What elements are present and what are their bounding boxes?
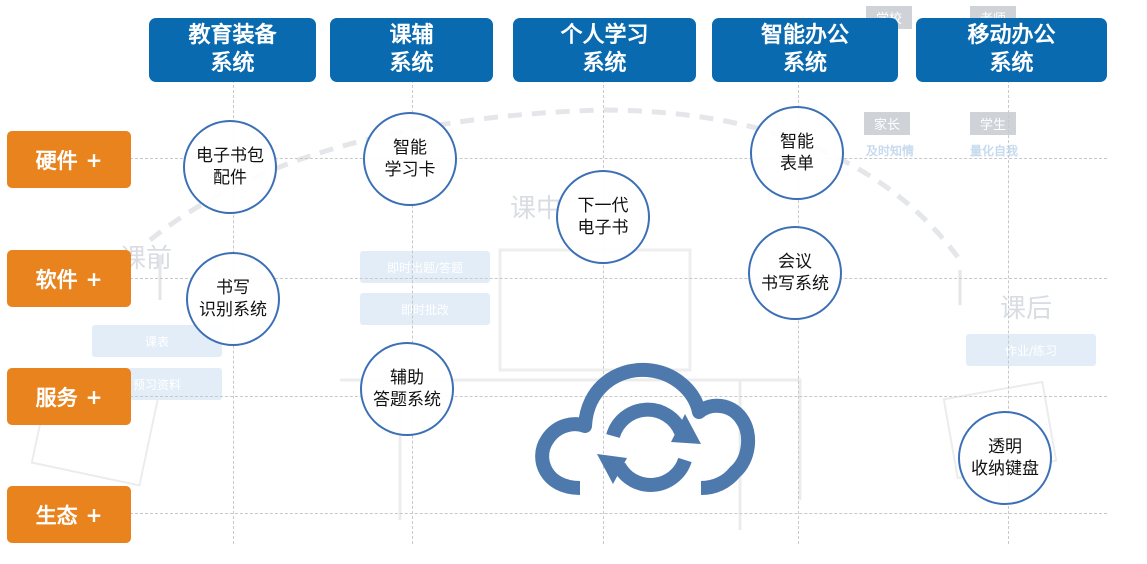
- ghost-box-quiz: 即时出题/答题: [360, 251, 490, 283]
- node-line2: 收纳键盘: [971, 459, 1039, 479]
- column-header-line1: 个人学习: [560, 23, 649, 48]
- node-line2: 表单: [780, 154, 814, 174]
- phase-during-text: 课中: [510, 194, 563, 224]
- node-line1: 会议: [778, 252, 812, 272]
- grid-vline: [1008, 80, 1009, 544]
- column-header-line1: 移动办公: [967, 23, 1056, 48]
- node-line2: 电子书: [577, 218, 629, 238]
- row-label-ecosystem: 生态 +: [7, 486, 131, 543]
- column-header-tutoring: 课辅 系统: [330, 18, 493, 82]
- plus-icon: +: [85, 384, 103, 409]
- node-smart-learning-card: 智能 学习卡: [363, 112, 457, 206]
- node-line1: 电子书包: [196, 146, 264, 166]
- node-line1: 智能: [780, 132, 814, 152]
- plus-icon: +: [85, 502, 103, 527]
- node-transparent-keyboard: 透明 收纳键盘: [958, 411, 1052, 505]
- column-header-line2: 系统: [989, 51, 1034, 76]
- node-line1: 透明: [988, 437, 1022, 457]
- plus-icon: +: [85, 147, 103, 172]
- node-line2: 识别系统: [199, 300, 267, 320]
- grid-hline: [130, 513, 1107, 514]
- node-next-gen-ebook: 下一代 电子书: [556, 170, 650, 264]
- caption-notify: 及时知情: [866, 144, 915, 158]
- node-handwriting-recognition: 书写 识别系统: [186, 252, 280, 346]
- row-label-service: 服务 +: [7, 368, 131, 425]
- column-header-personal-learning: 个人学习 系统: [513, 18, 696, 82]
- node-line1: 辅助: [390, 368, 424, 388]
- node-line1: 书写: [216, 278, 250, 298]
- column-header-smart-office: 智能办公 系统: [712, 18, 898, 82]
- node-ebook-bag-accessories: 电子书包 配件: [183, 120, 277, 214]
- column-header-line2: 系统: [210, 51, 255, 76]
- column-header-line2: 系统: [582, 51, 627, 76]
- node-meeting-writing-system: 会议 书写系统: [748, 226, 842, 320]
- ghost-box-homework: 作业/练习: [966, 334, 1096, 366]
- caption-quantify: 量化自我: [970, 144, 1019, 158]
- plus-icon: +: [85, 266, 103, 291]
- node-answer-assist-system: 辅助 答题系统: [360, 342, 454, 436]
- column-header-education-equipment: 教育装备 系统: [149, 18, 316, 82]
- grid-hline: [130, 158, 1107, 159]
- column-header-line1: 智能办公: [760, 23, 849, 48]
- column-header-line2: 系统: [782, 51, 827, 76]
- column-header-line1: 课辅: [389, 23, 434, 48]
- row-label-hardware: 硬件 +: [7, 131, 131, 188]
- node-smart-form: 智能 表单: [750, 106, 844, 200]
- column-header-line2: 系统: [389, 51, 434, 76]
- badge-student: 学生: [970, 112, 1017, 135]
- node-line2: 配件: [213, 168, 247, 188]
- row-label-text: 软件: [35, 267, 78, 292]
- cloud-sync-icon: [535, 362, 756, 495]
- row-label-text: 服务: [35, 385, 78, 410]
- row-label-text: 硬件: [35, 148, 78, 173]
- row-label-text: 生态: [35, 503, 78, 528]
- node-line2: 书写系统: [761, 274, 829, 294]
- node-line2: 答题系统: [373, 390, 441, 410]
- grid-hline: [130, 278, 1107, 279]
- node-line2: 学习卡: [384, 160, 436, 180]
- column-header-mobile-office: 移动办公 系统: [916, 18, 1107, 82]
- badge-parent: 家长: [864, 112, 911, 135]
- grid-vline: [603, 80, 604, 544]
- grid-hline: [130, 396, 1107, 397]
- column-header-line1: 教育装备: [188, 23, 277, 48]
- node-line1: 下一代: [577, 196, 629, 216]
- node-line1: 智能: [393, 138, 427, 158]
- row-label-software: 软件 +: [7, 250, 131, 307]
- grid-vline: [412, 80, 413, 544]
- ghost-box-grading: 即时批改: [360, 293, 490, 325]
